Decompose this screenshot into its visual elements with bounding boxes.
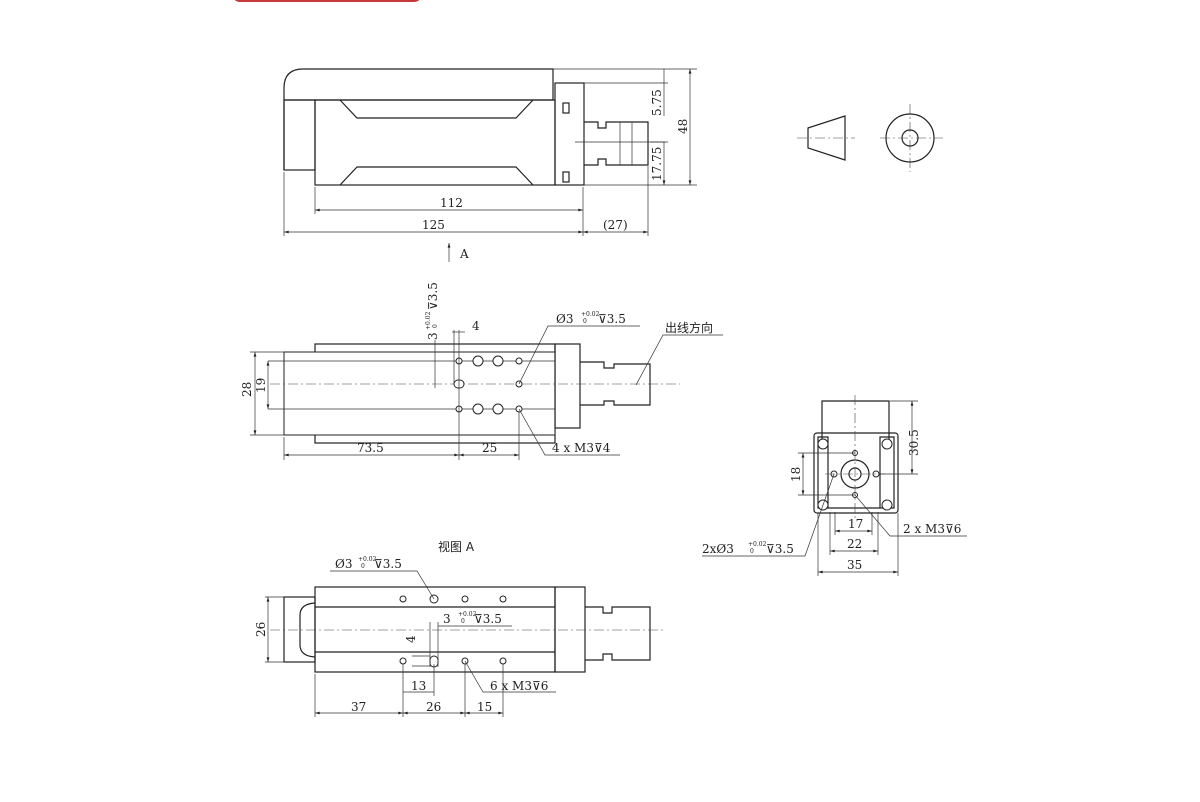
dim-4: 4 [404,635,418,643]
dim-125: 125 [422,218,445,232]
pin-hole-callout: Ø3 +0.02 0 ⊽3.5 [335,556,402,571]
dim-19: 19 [254,378,268,393]
dim-37: 37 [351,700,366,714]
dim-22: 22 [847,537,862,551]
dim-5-75: 5.75 [650,89,664,116]
thread-callout: 2 x M3⊽6 [903,522,961,536]
thread-callout: 6 x M3⊽6 [490,679,548,693]
thread-callout: 4 x M3⊽4 [552,441,611,455]
svg-text:+0.02: +0.02 [458,611,477,618]
svg-text:+0.02: +0.02 [581,311,600,318]
svg-text:0: 0 [432,324,439,328]
dim-28: 28 [240,382,254,397]
slot-callout: 3 +0.02 0 ⊽3.5 [443,611,502,626]
projection-symbol [797,104,943,172]
svg-text:0: 0 [583,318,587,325]
dim-48: 48 [676,119,690,134]
svg-text:3: 3 [426,332,440,340]
plan-view: 28 19 73.5 25 4 3 +0.02 0 ⊽3.5 Ø3 +0.02 … [240,282,723,460]
top-view: 112 125 (27) 48 5.75 17.75 A [283,68,697,262]
svg-text:+0.02: +0.02 [425,311,432,330]
dim-17-75: 17.75 [650,147,664,181]
dim-26-height: 26 [254,622,268,637]
svg-text:⊽3.5: ⊽3.5 [598,312,626,326]
svg-text:0: 0 [361,563,365,570]
end-view: 30.5 18 17 22 35 2 x M3⊽6 2xØ3 +0.02 0 ⊽… [702,395,967,576]
dim-73-5: 73.5 [357,441,384,455]
svg-text:⊽3.5: ⊽3.5 [474,612,502,626]
svg-text:2xØ3: 2xØ3 [702,542,734,556]
svg-text:3: 3 [443,612,451,626]
view-a: 视图 A 26 37 26 15 13 4 Ø3 +0.02 0 ⊽3.5 3 … [254,539,665,717]
cable-direction-label: 出线方向 [665,320,713,335]
svg-text:⊽3.5: ⊽3.5 [374,557,402,571]
svg-text:0: 0 [461,618,465,625]
svg-text:⊽3.5: ⊽3.5 [426,282,440,310]
pin-hole-callout: 2xØ3 +0.02 0 ⊽3.5 [702,541,794,556]
pin-hole-callout: Ø3 +0.02 0 ⊽3.5 [556,311,626,326]
view-a-title: 视图 A [438,539,475,554]
dim-30-5: 30.5 [907,429,921,456]
slot-callout: 3 +0.02 0 ⊽3.5 [425,282,440,340]
svg-text:+0.02: +0.02 [358,556,377,563]
view-arrow-label: A [459,247,469,261]
header-tab[interactable] [232,0,422,2]
svg-text:Ø3: Ø3 [335,557,352,571]
dim-35: 35 [847,558,862,572]
mounting-holes [399,594,507,668]
dim-15: 15 [477,700,492,714]
dim-27: (27) [603,218,628,232]
dim-18: 18 [789,467,803,482]
dim-26: 26 [426,700,441,714]
svg-text:⊽3.5: ⊽3.5 [766,542,794,556]
dim-17: 17 [848,517,863,531]
dim-13: 13 [411,679,426,693]
svg-text:0: 0 [750,548,754,555]
dim-112: 112 [440,196,463,210]
svg-text:Ø3: Ø3 [556,312,573,326]
dim-4: 4 [472,319,480,333]
svg-text:+0.02: +0.02 [748,541,767,548]
dim-25: 25 [482,441,497,455]
